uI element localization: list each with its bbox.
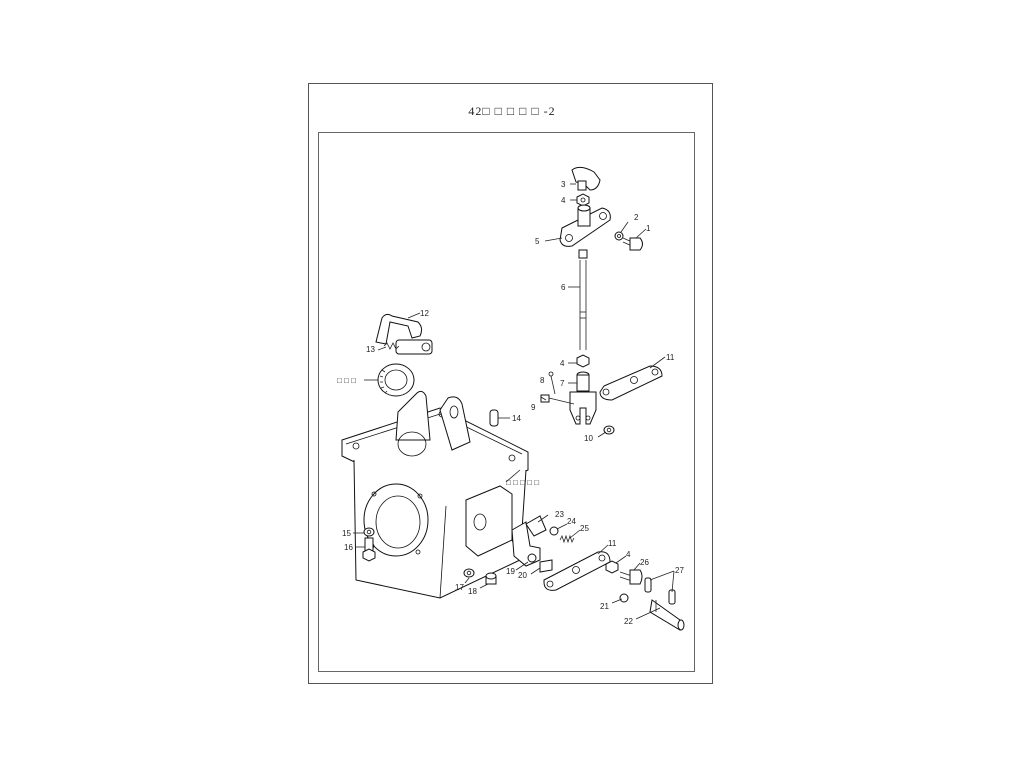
callout-25: 25 bbox=[580, 524, 589, 533]
upper-bracket-plate bbox=[559, 204, 611, 247]
callout-11-lower: 11 bbox=[608, 539, 617, 548]
callout-12: 12 bbox=[420, 309, 429, 318]
ball-24 bbox=[549, 526, 559, 536]
callout-3: 3 bbox=[561, 180, 566, 189]
diagram-title: 42□ □ □ □ □ -2 bbox=[468, 104, 556, 118]
callout-4-lower: 4 bbox=[626, 550, 631, 559]
nut-middle bbox=[576, 354, 590, 368]
callout-22: 22 bbox=[624, 617, 633, 626]
callout-17: 17 bbox=[455, 583, 464, 592]
callout-15: 15 bbox=[342, 529, 351, 538]
callout-20: 20 bbox=[518, 571, 527, 580]
nut-lower bbox=[605, 560, 619, 574]
callout-14: 14 bbox=[512, 414, 521, 423]
bolt-20 bbox=[527, 553, 553, 573]
callout-1: 1 bbox=[646, 224, 651, 233]
bolt-16 bbox=[362, 537, 376, 562]
callout-5: 5 bbox=[535, 237, 540, 246]
shift-rod bbox=[578, 249, 588, 350]
washer-2 bbox=[614, 231, 624, 241]
callout-19: 19 bbox=[506, 567, 515, 576]
transmission-housing bbox=[341, 390, 529, 599]
callout-9: 9 bbox=[531, 403, 536, 412]
callout-4-upper: 4 bbox=[561, 196, 566, 205]
spring-13 bbox=[383, 342, 400, 350]
plate-23 bbox=[525, 515, 547, 537]
callout-26: 26 bbox=[640, 558, 649, 567]
ring-21 bbox=[619, 593, 629, 603]
shift-fork-12 bbox=[375, 313, 433, 355]
callout-housing: □ □ □ □ □ bbox=[506, 478, 539, 487]
bolt-26 bbox=[619, 569, 643, 585]
callout-4-middle: 4 bbox=[560, 359, 565, 368]
callout-13: 13 bbox=[366, 345, 375, 354]
inner-frame bbox=[318, 132, 695, 672]
spring-25 bbox=[559, 534, 575, 544]
callout-synchro-ring: □ □ □ bbox=[337, 376, 356, 385]
callout-27: 27 bbox=[675, 566, 684, 575]
washer-17 bbox=[463, 568, 475, 578]
leader-lines bbox=[353, 183, 675, 620]
callout-18: 18 bbox=[468, 587, 477, 596]
lower-yoke bbox=[569, 371, 597, 425]
pin-14 bbox=[489, 409, 499, 427]
callout-11-upper: 11 bbox=[666, 353, 675, 362]
bolt-18 bbox=[485, 572, 497, 585]
callout-24: 24 bbox=[567, 517, 576, 526]
nut-upper bbox=[576, 193, 590, 207]
callout-2: 2 bbox=[634, 213, 639, 222]
outer-frame bbox=[308, 83, 713, 684]
callout-8: 8 bbox=[540, 376, 545, 385]
link-11-lower bbox=[543, 551, 611, 591]
callout-7: 7 bbox=[560, 379, 565, 388]
callout-23: 23 bbox=[555, 510, 564, 519]
t-handle-knob bbox=[571, 166, 601, 191]
shaft-22 bbox=[649, 599, 685, 631]
washer-15 bbox=[363, 527, 375, 537]
callout-16: 16 bbox=[344, 543, 353, 552]
callout-10: 10 bbox=[584, 434, 593, 443]
synchro-ring bbox=[377, 363, 415, 397]
bolt-1 bbox=[622, 237, 643, 251]
pin-9 bbox=[540, 394, 575, 405]
washer-10 bbox=[603, 425, 615, 435]
clip-27 bbox=[644, 577, 676, 605]
link-11-upper bbox=[599, 365, 663, 401]
cotter-pin-8 bbox=[548, 371, 556, 395]
callout-21: 21 bbox=[600, 602, 609, 611]
callout-6: 6 bbox=[561, 283, 566, 292]
